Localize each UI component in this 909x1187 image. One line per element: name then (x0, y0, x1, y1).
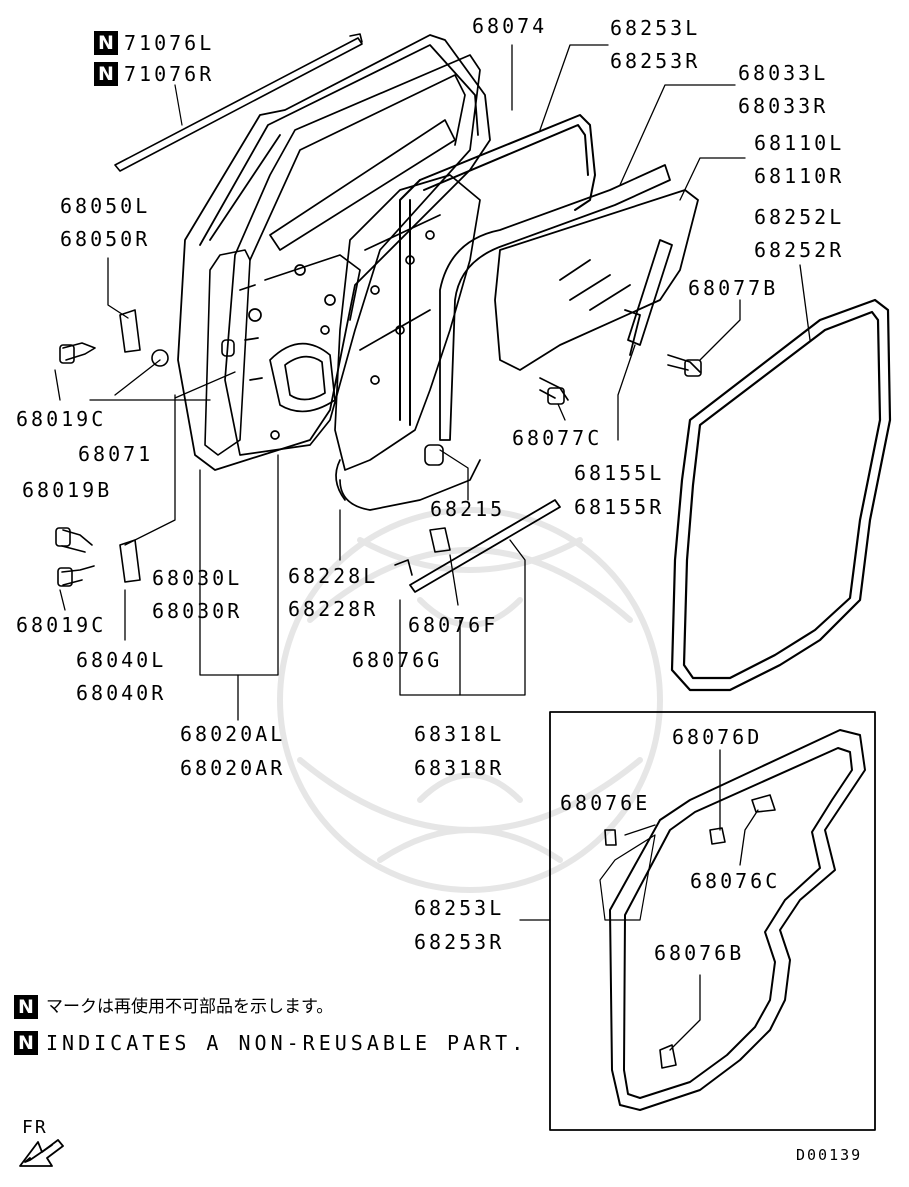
part-label: 71076L (124, 31, 215, 55)
part-label: 68253L (610, 16, 701, 40)
part-label: 68253R (610, 49, 701, 73)
part-label: 68077C (512, 426, 603, 450)
door-inner-frame (224, 54, 481, 456)
part-label: 68019B (22, 478, 113, 502)
part-label: 68020AR (180, 756, 286, 780)
part-label: 68077B (688, 276, 779, 300)
part-label: 68076G (352, 648, 443, 672)
part-label: 68076F (408, 613, 499, 637)
part-label: 68155L (574, 461, 665, 485)
window-belt-molding (114, 33, 363, 172)
part-label: 68020AL (180, 722, 286, 746)
door-opening-weatherstrip (670, 298, 892, 692)
non-reusable-badge: N (14, 995, 38, 1019)
part-label: 68040R (76, 681, 167, 705)
detail-inset-frame (549, 711, 876, 1131)
part-label: 68110L (754, 131, 845, 155)
detail-weatherstrip (599, 729, 866, 1111)
part-label: 68033R (738, 94, 829, 118)
non-reusable-badge: N (94, 62, 118, 86)
door-inner-trim-seal (334, 174, 481, 511)
part-label: 68253L (414, 896, 505, 920)
door-division-bar (439, 164, 673, 441)
door-bolts (55, 309, 776, 1069)
part-label: 68252R (754, 238, 845, 262)
part-label: 68019C (16, 407, 107, 431)
part-label: 68252L (754, 205, 845, 229)
part-label: 68155R (574, 495, 665, 519)
part-label: 68318R (414, 756, 505, 780)
note-japanese: マークは再使用不可部品を示します。 (46, 997, 334, 1017)
part-label: 68076D (672, 725, 763, 749)
part-label: 68076E (560, 791, 651, 815)
part-label: 68019C (16, 613, 107, 637)
direction-label: FR (22, 1117, 48, 1138)
part-label: 68228L (288, 564, 379, 588)
part-label: 68076C (690, 869, 781, 893)
window-glass-run-channel (399, 114, 596, 426)
part-label: 68040L (76, 648, 167, 672)
front-direction-arrow-icon (19, 1139, 64, 1167)
part-label: 68050R (60, 227, 151, 251)
part-label: 68253R (414, 930, 505, 954)
diagram-code: D00139 (796, 1146, 863, 1164)
door-lower-molding (409, 499, 561, 593)
part-label: 68076B (654, 941, 745, 965)
part-label: 68074 (472, 14, 548, 38)
door-window-glass (494, 189, 699, 371)
part-label: 68030R (152, 599, 243, 623)
part-label: 68215 (430, 497, 506, 521)
non-reusable-badge: N (94, 31, 118, 55)
part-label: 68030L (152, 566, 243, 590)
part-label: 68318L (414, 722, 505, 746)
part-label: 68033L (738, 61, 829, 85)
note-english: INDICATES A NON-REUSABLE PART. (46, 1031, 528, 1055)
part-label: 68110R (754, 164, 845, 188)
leader-lines (54, 44, 811, 1051)
part-label: 68228R (288, 597, 379, 621)
part-label: 71076R (124, 62, 215, 86)
part-label: 68071 (78, 442, 154, 466)
part-label: 68050L (60, 194, 151, 218)
non-reusable-badge: N (14, 1031, 38, 1055)
door-hinge-side-plate (204, 249, 251, 456)
